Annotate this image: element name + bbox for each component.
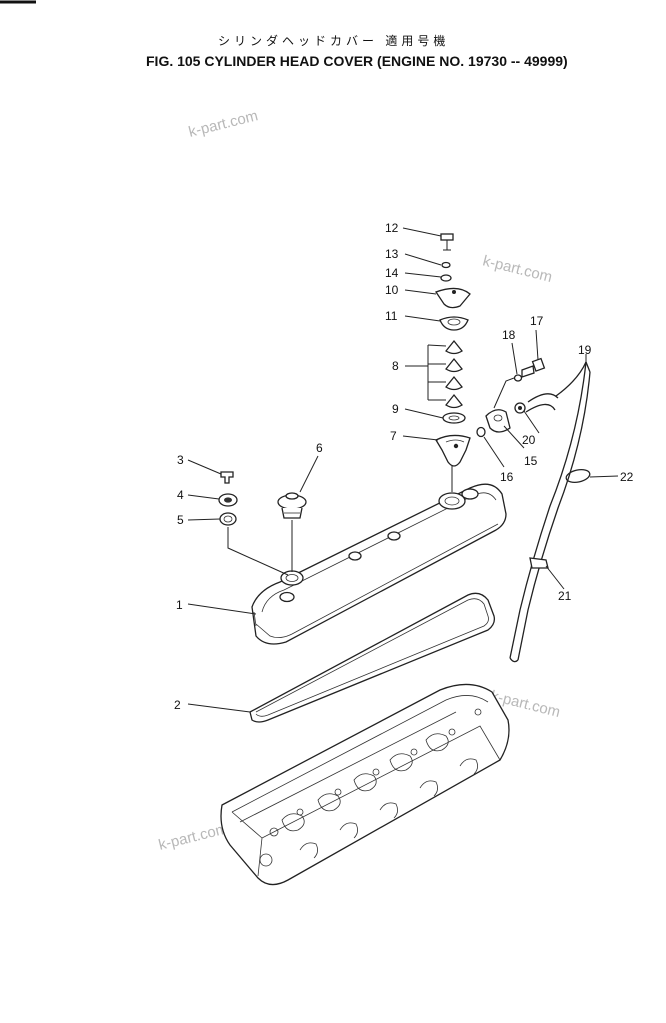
part-number-label: 6 <box>316 441 323 455</box>
leader-part-5-to-cover <box>227 527 289 576</box>
title-english: FIG. 105 CYLINDER HEAD COVER (ENGINE NO.… <box>146 53 568 69</box>
part-number-label: 19 <box>578 343 592 357</box>
part-number-label: 17 <box>530 314 544 328</box>
part-20-drawing <box>514 402 526 414</box>
part-number-label: 3 <box>177 453 184 467</box>
part-11-drawing <box>439 316 469 331</box>
part-number-label: 18 <box>502 328 516 342</box>
part-number-label: 4 <box>177 488 184 502</box>
part-number-labels: 1 2 3 4 5 6 7 8 9 10 11 12 13 14 15 16 1… <box>174 221 634 712</box>
part-number-label: 20 <box>522 433 536 447</box>
part-7-drawing <box>435 434 471 467</box>
title-japanese: シリンダヘッドカバー 適用号機 <box>218 33 449 48</box>
part-number-label: 2 <box>174 698 181 712</box>
part-number-label: 11 <box>385 309 398 323</box>
watermark: k-part.com <box>187 107 260 141</box>
part-number-label: 16 <box>500 470 514 484</box>
leader-part-18-to-15 <box>493 377 515 409</box>
part-5-drawing <box>219 512 237 526</box>
leader-lines <box>187 227 619 713</box>
watermark: k-part.com <box>481 252 554 286</box>
part-number-label: 12 <box>385 221 399 235</box>
gasket-drawing <box>249 592 496 723</box>
head-cover-drawing <box>251 483 507 645</box>
watermark: k-part.com <box>157 820 230 854</box>
part-number-label: 22 <box>620 470 634 484</box>
part-number-label: 5 <box>177 513 184 527</box>
part-4-drawing <box>218 493 238 507</box>
part-number-label: 1 <box>176 598 183 612</box>
part-12-drawing <box>440 233 454 251</box>
part-16-drawing <box>476 426 486 438</box>
part-9-drawing <box>442 412 466 424</box>
part-6-drawing <box>277 492 307 519</box>
part-number-label: 21 <box>558 589 572 603</box>
part-number-label: 13 <box>385 247 399 261</box>
part-8-drawing <box>445 339 463 409</box>
part-number-label: 15 <box>524 454 538 468</box>
cylinder-head-drawing <box>220 683 510 886</box>
part-17-drawing <box>521 357 546 378</box>
part-number-label: 14 <box>385 266 399 280</box>
part-19-drawing <box>509 361 591 663</box>
part-21-drawing <box>529 557 549 569</box>
part-number-label: 10 <box>385 283 399 297</box>
part-number-label: 7 <box>390 429 397 443</box>
part-10-drawing <box>434 287 471 309</box>
part-number-label: 9 <box>392 402 399 416</box>
part-3-drawing <box>220 471 234 484</box>
part-22-drawing <box>565 468 591 484</box>
part-13-drawing <box>441 261 451 269</box>
part-number-label: 8 <box>392 359 399 373</box>
part-14-drawing <box>440 274 452 282</box>
part-18-drawing <box>513 374 523 382</box>
